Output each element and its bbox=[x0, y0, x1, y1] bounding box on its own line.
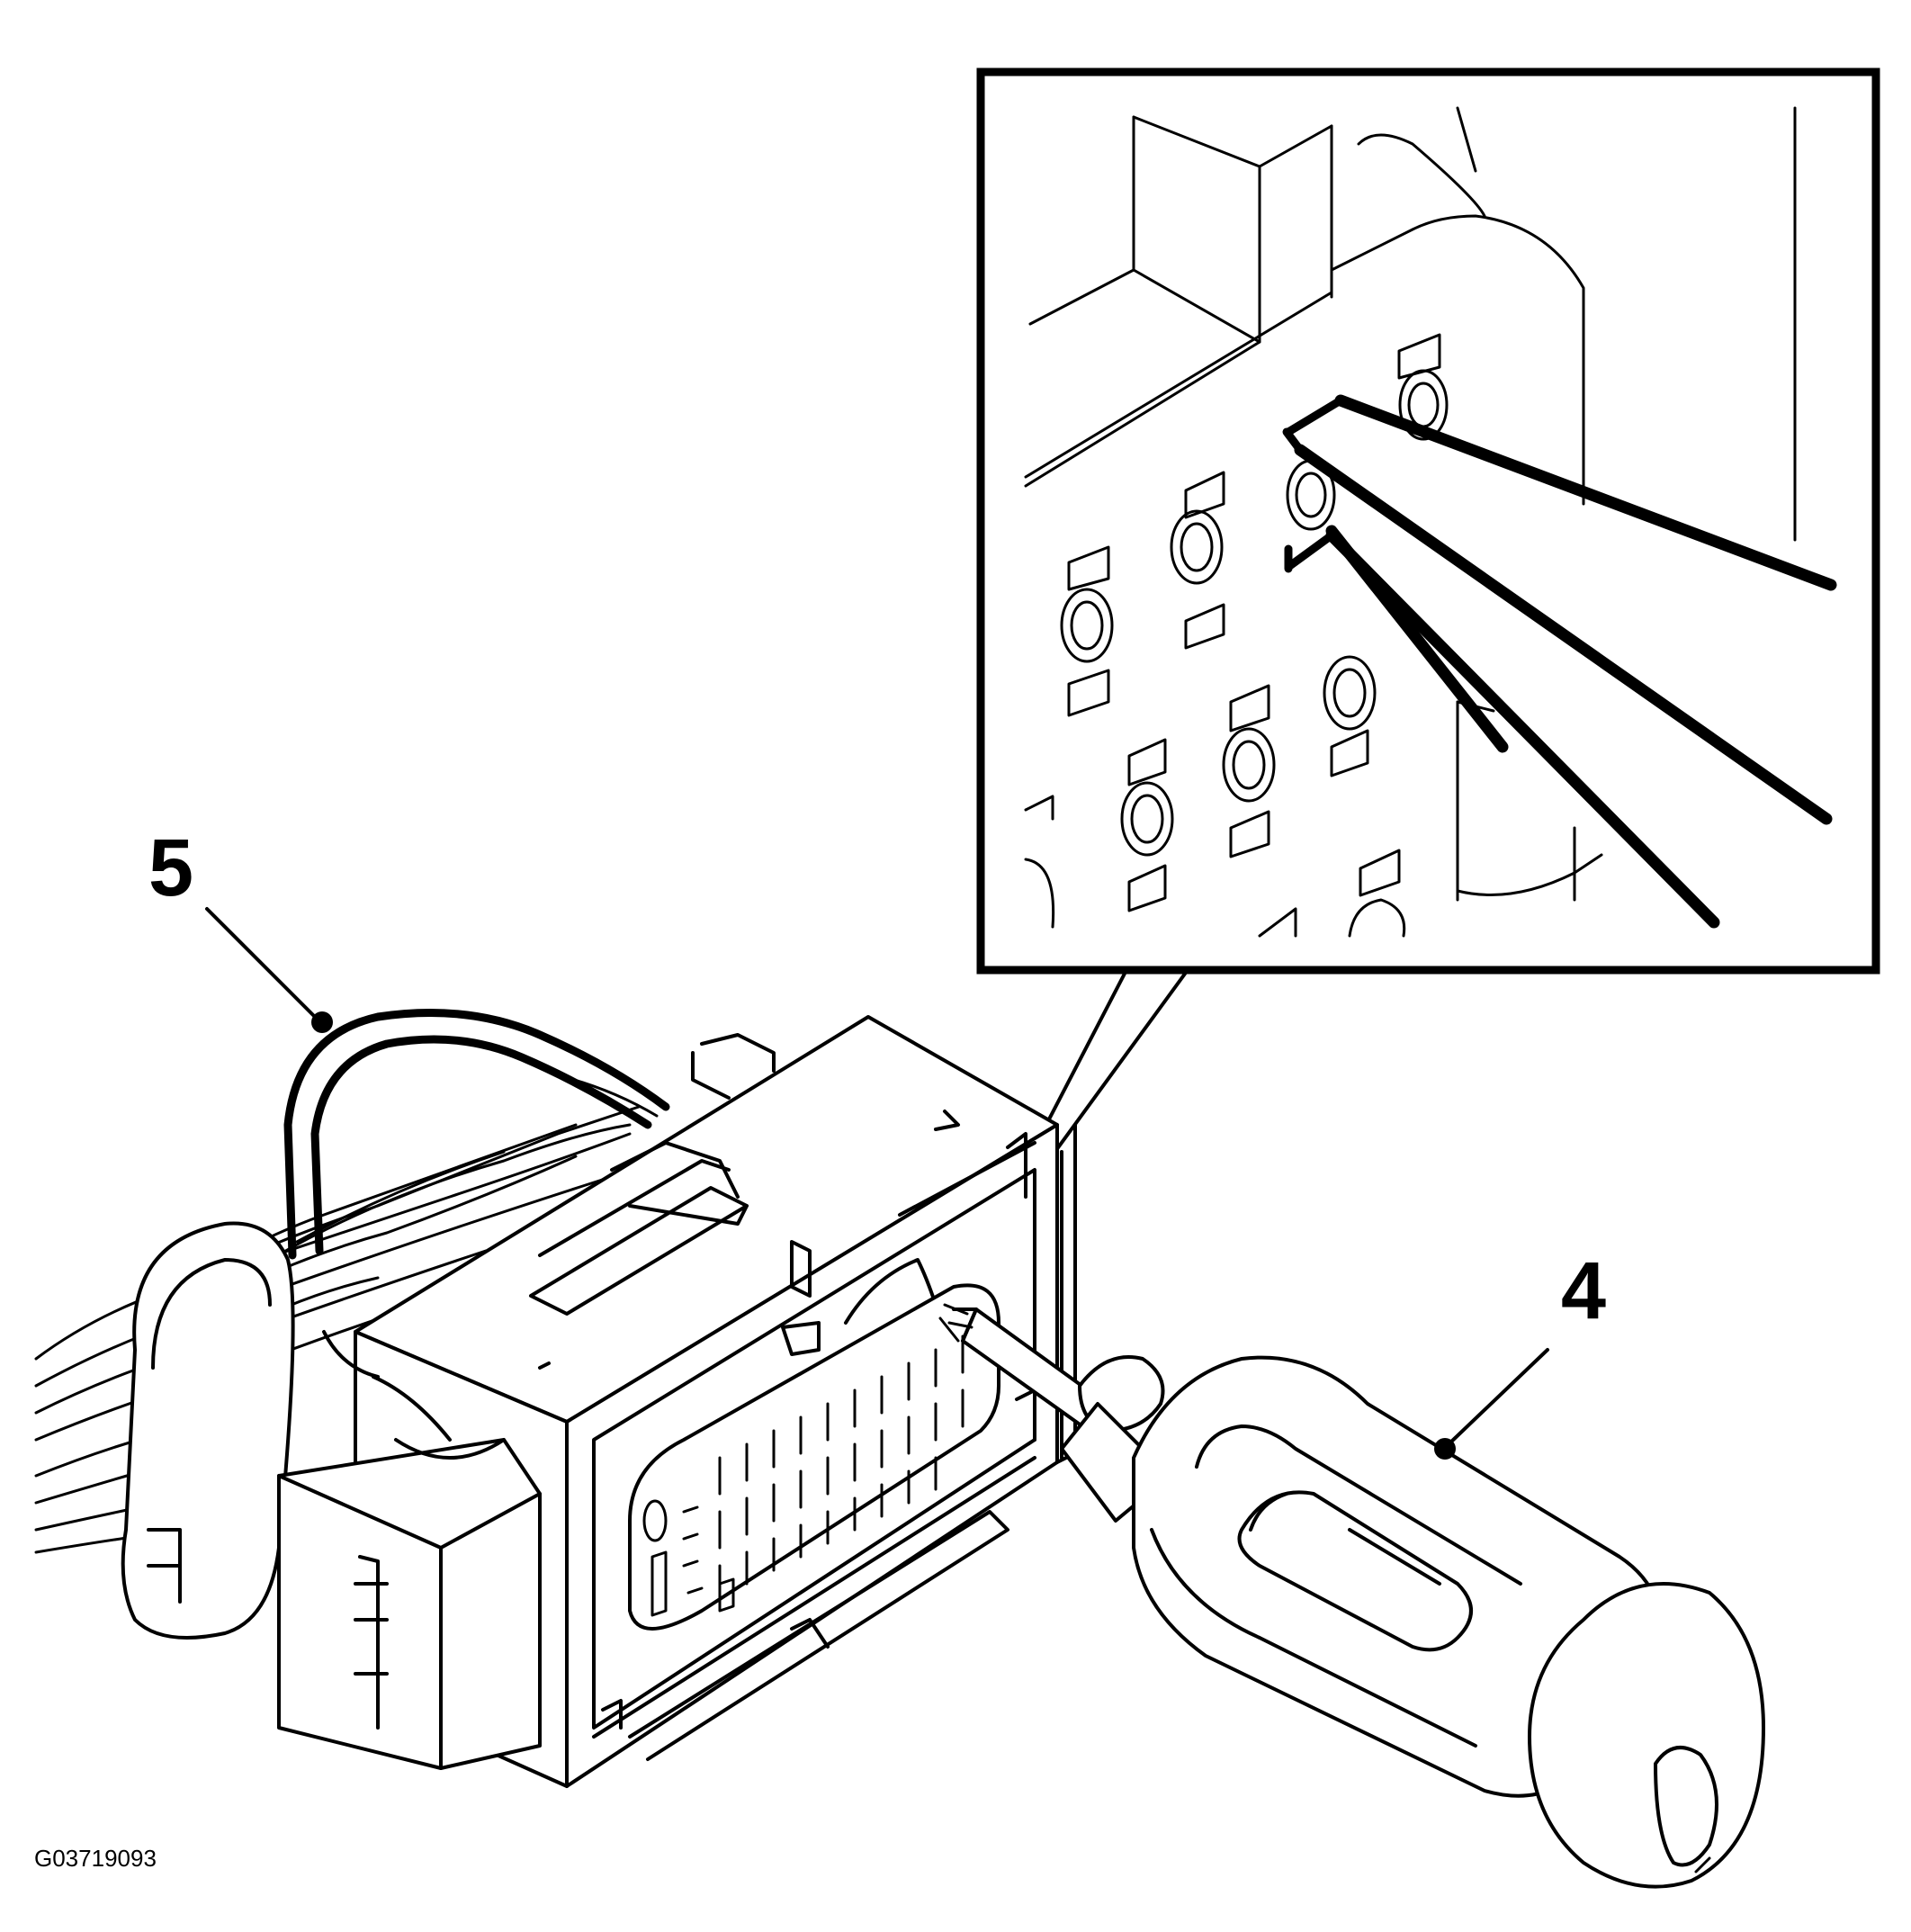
inset-connector-face bbox=[1024, 106, 1837, 938]
inset-tool-tip bbox=[1282, 394, 1837, 929]
release-screwdriver bbox=[938, 1303, 1765, 1889]
connector-pin-grid bbox=[642, 1334, 964, 1617]
figure-id-label: G03719093 bbox=[34, 1845, 157, 1872]
callout-5-number: 5 bbox=[148, 823, 193, 913]
inset-contact-holes bbox=[1024, 333, 1449, 938]
loop-wire bbox=[283, 1009, 670, 1260]
callout-4-number: 4 bbox=[1561, 1246, 1606, 1336]
callout-5: 5 bbox=[148, 823, 333, 1033]
detail-inset bbox=[974, 67, 1880, 1262]
callout-4: 4 bbox=[1434, 1246, 1606, 1460]
connector-housing bbox=[121, 1015, 1077, 1788]
